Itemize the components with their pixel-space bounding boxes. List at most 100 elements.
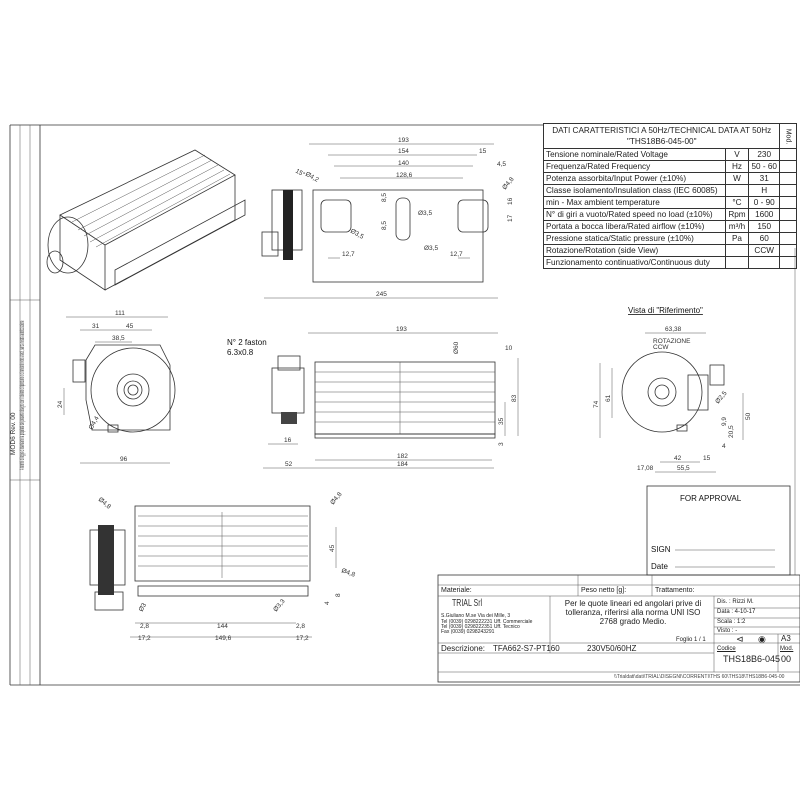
dim-label: 8,5 <box>381 221 388 230</box>
dim-label: 45 <box>126 323 134 330</box>
dim-label: Ø2,5 <box>714 390 729 406</box>
projection-symbol-icon: ⊲ <box>736 634 744 644</box>
dim-label: 2,8 <box>140 623 149 630</box>
row-value <box>747 256 781 269</box>
row-unit <box>725 244 749 257</box>
dim-label: Ø3,5 <box>424 245 438 252</box>
reference-view-title: Vista di "Riferimento" <box>628 306 703 315</box>
row-value: 60 <box>747 232 781 245</box>
row-value: H <box>747 184 781 197</box>
dim-label: 17 <box>507 214 514 222</box>
rotation-label: ROTAZIONE <box>653 338 691 345</box>
top-view: 193 154 15 140 4,5 128,6 Ø4,8 16 17 Ø4,2… <box>261 137 516 299</box>
mod-value: 00 <box>781 654 792 664</box>
dim-label: 16 <box>284 437 292 444</box>
row-unit: Pa <box>725 232 749 245</box>
dim-label: 144 <box>217 623 228 630</box>
dim-label: Ø4,8 <box>97 496 113 511</box>
tolerance-note: Per le quote lineari ed angolari prive d… <box>564 599 702 626</box>
dim-label: Ø4,8 <box>329 491 344 507</box>
projection-circle-icon: ◉ <box>758 634 766 644</box>
voltage-spec: 230V50/60HZ <box>587 644 637 653</box>
dim-label: 20,5 <box>728 425 735 438</box>
dim-label: 140 <box>398 160 409 167</box>
mod-header: Mod. <box>779 123 797 149</box>
faston-size: 6.3x0.8 <box>227 348 254 357</box>
dim-label: 182 <box>397 453 408 460</box>
dim-label: Ø3 <box>138 602 149 613</box>
row-unit <box>725 256 749 269</box>
sheet-format: A3 <box>781 634 791 643</box>
dim-label: Ø3,5 <box>418 210 432 217</box>
drawing-frame <box>9 124 800 686</box>
code-label: Codice <box>717 646 736 652</box>
dim-label: Ø4,2 <box>304 171 320 184</box>
dim-label: 52 <box>285 461 293 468</box>
rotation-direction: CCW <box>653 344 669 351</box>
dim-label: 128,6 <box>396 172 413 179</box>
front-view: N° 2 faston 6.3x0.8 193 Ø60 10 83 35 3 1… <box>227 326 519 469</box>
dim-label: 17,08 <box>637 465 654 472</box>
row-value: 150 <box>747 220 781 233</box>
row-label: Rotazione/Rotation (side View) <box>543 244 726 257</box>
dim-label: 193 <box>396 326 407 333</box>
description-label: Descrizione: <box>441 644 486 653</box>
drawn-by: Dis. : Rizzi M. <box>717 599 754 605</box>
dim-label: 2,8 <box>296 623 305 630</box>
dim-label: 83 <box>511 394 518 402</box>
row-unit: V <box>725 148 749 161</box>
dim-label: 35 <box>498 417 505 425</box>
table-header: DATI CARATTERISTICI A 50Hz/TECHNICAL DAT… <box>542 123 781 149</box>
dim-label: 55,5 <box>677 465 690 472</box>
row-label: Portata a bocca libera/Rated airflow (±1… <box>543 220 726 233</box>
dim-label: 4 <box>722 443 726 450</box>
table-row: Funzionamento continuativo/Continuous du… <box>543 256 797 269</box>
dim-label: 149,6 <box>215 635 232 642</box>
table-row: Rotazione/Rotation (side View) CCW <box>543 244 797 257</box>
dim-label: 96 <box>120 456 128 463</box>
dim-label: 4,5 <box>497 161 506 168</box>
dim-label: 45 <box>329 544 336 552</box>
company-fax: Fax (0039) 0298243291 <box>441 629 495 635</box>
isometric-view <box>46 149 246 291</box>
row-value: CCW <box>747 244 781 257</box>
row-label: Potenza assorbita/Input Power (±10%) <box>543 172 726 185</box>
sign-label: SIGN <box>651 545 671 554</box>
dim-label: 154 <box>398 148 409 155</box>
dim-label: Ø4,8 <box>340 567 356 579</box>
row-value: 31 <box>747 172 781 185</box>
treatment-label: Trattamento: <box>655 587 695 594</box>
mod-label: Mod. <box>780 646 794 652</box>
reference-view: Vista di "Riferimento" ROTAZIONE CCW 63,… <box>593 306 752 473</box>
sheet-number: Foglio 1 / 1 <box>676 637 706 643</box>
row-value: 230 <box>747 148 781 161</box>
side-view: 111 31 45 38,5 24 Ø4,4 96 <box>57 310 176 464</box>
dim-label: 8 <box>335 593 342 597</box>
table-row: N° di giri a vuoto/Rated speed no load (… <box>543 208 797 221</box>
row-unit: m³/h <box>725 220 749 233</box>
row-label: min - Max ambient temperature <box>543 196 726 209</box>
description-value: TFA662-S7-PT160 <box>493 644 560 653</box>
dim-label: 3 <box>498 442 505 446</box>
side-strip: MOD6 Rev. 00 A termini di legge ci riser… <box>10 320 26 470</box>
dim-label: 63,38 <box>665 326 682 333</box>
table-code: "THS18B6-045-00" <box>626 137 697 146</box>
table-row: Pressione statica/Static pressure (±10%)… <box>543 232 797 245</box>
dim-label: 42 <box>674 455 682 462</box>
row-unit: °C <box>725 196 749 209</box>
dim-label: 245 <box>376 291 387 298</box>
row-label: Classe isolamento/Insulation class (IEC … <box>543 184 726 197</box>
row-label: Funzionamento continuativo/Continuous du… <box>543 256 726 269</box>
dim-label: 9,9 <box>721 417 728 426</box>
row-unit <box>725 184 749 197</box>
dim-label: 31 <box>92 323 100 330</box>
dim-label: 50 <box>745 412 752 420</box>
row-unit: Rpm <box>725 208 749 221</box>
row-label: N° di giri a vuoto/Rated speed no load (… <box>543 208 726 221</box>
dim-label: 10 <box>505 345 513 352</box>
table-row: Portata a bocca libera/Rated airflow (±1… <box>543 220 797 233</box>
